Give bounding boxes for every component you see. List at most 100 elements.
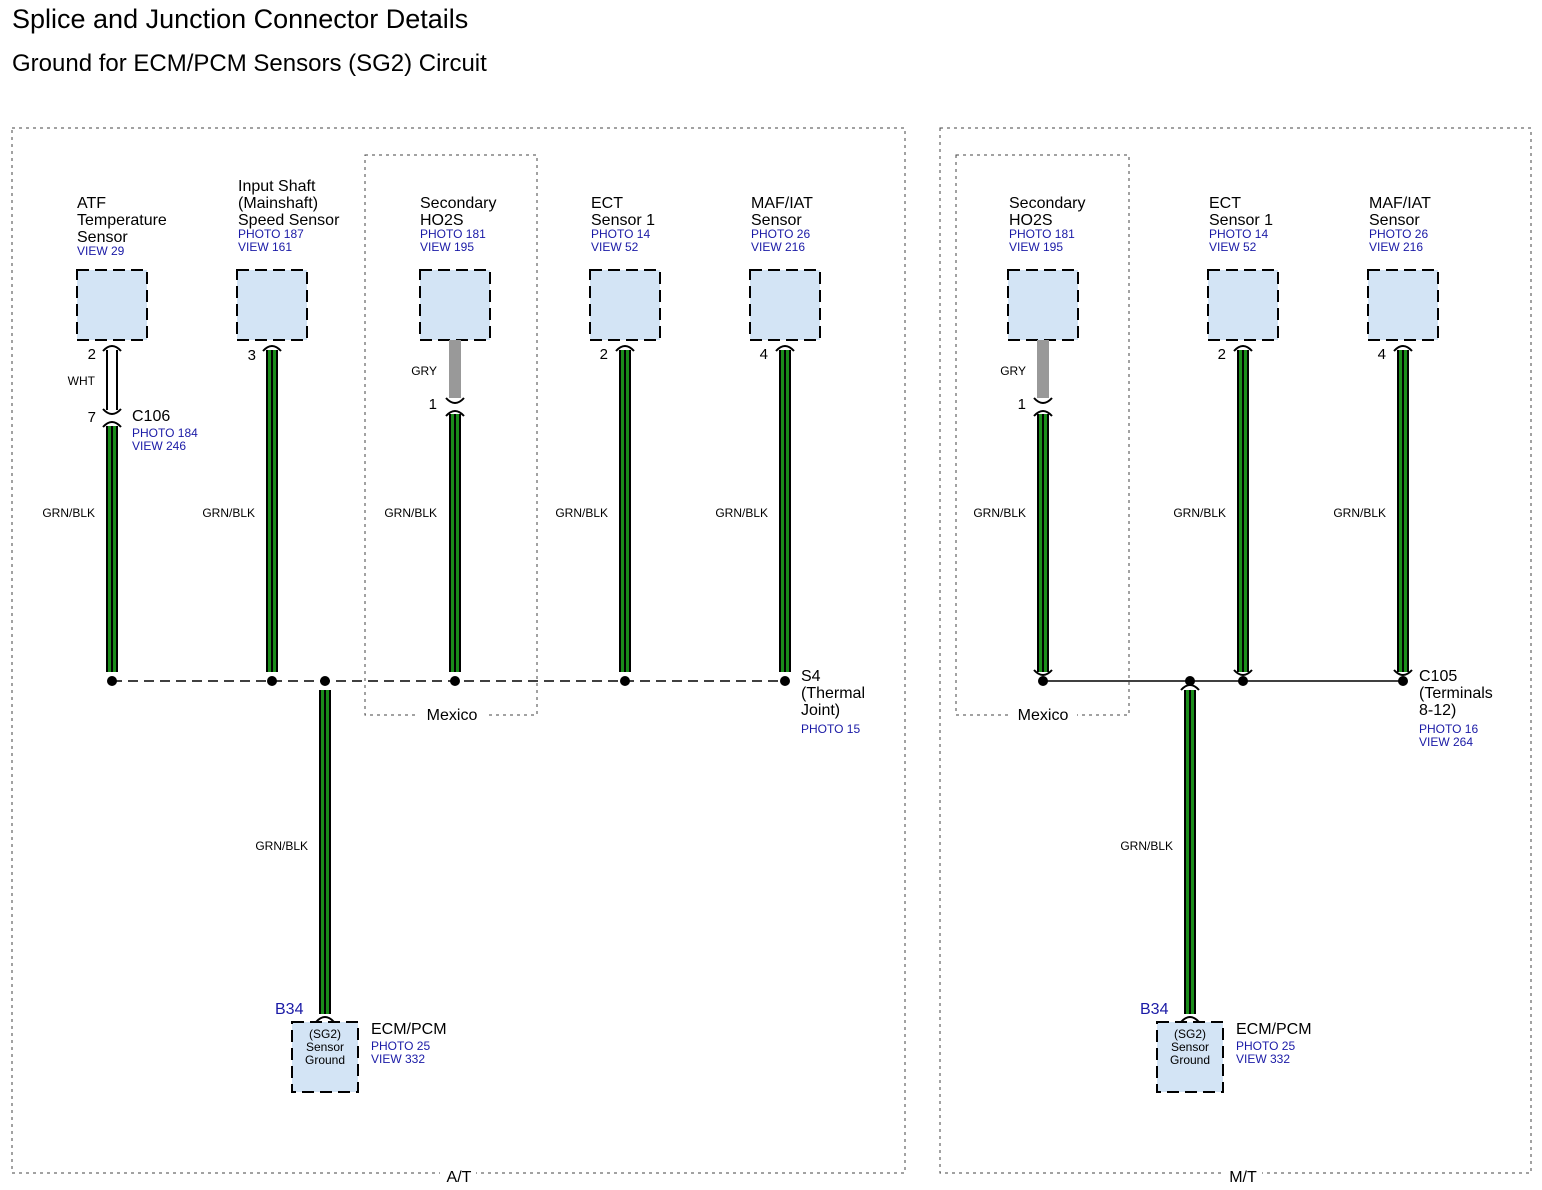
mt-component-name: HO2S [1009,212,1053,229]
at-splice-point [620,676,630,686]
mt-component-ref: PHOTO 181 [1009,227,1075,241]
at-connector-ref: VIEW 246 [132,439,186,453]
at-pin-cap [262,345,282,352]
mt-component-name: Sensor [1369,212,1420,229]
at-component-ref: VIEW 195 [420,240,474,254]
at-wire-label: GRY [411,364,437,378]
mt-junction-ref: VIEW 264 [1419,735,1473,749]
at-ecm-connector-label: B34 [275,1001,304,1018]
mt-pin-cap-bottom [1233,669,1253,676]
at-panel-label: A/T [447,1169,472,1186]
at-pin-label: 2 [88,346,96,363]
mt-mexico-label: Mexico [1018,707,1069,724]
mt-ecm-pin-cap [1180,1016,1200,1023]
mt-junction-point [1185,676,1195,686]
at-pin-cap [445,410,465,417]
mt-wire-label: GRN/BLK [1333,506,1386,520]
at-splice-name: Joint) [801,702,840,719]
at-component-ref: VIEW 161 [238,240,292,254]
at-component-0 [76,269,148,341]
mt-pin-label: 2 [1218,346,1226,363]
at-ecm-pin-cap [315,1016,335,1023]
mt-ecm-box-label: Sensor [1171,1040,1209,1054]
at-ecm-name: ECM/PCM [371,1021,447,1038]
mt-junction-point [1238,676,1248,686]
at-wire-label: GRN/BLK [202,506,255,520]
at-component-name: Speed Sensor [238,212,340,229]
mt-pin-cap-top [1033,397,1053,404]
mt-wire-label: GRN/BLK [973,506,1026,520]
mt-junction-name: 8-12) [1419,702,1456,719]
mt-ecm-ref: VIEW 332 [1236,1052,1290,1066]
mt-ecm-ref: PHOTO 25 [1236,1039,1295,1053]
at-component-name: Temperature [77,212,167,229]
at-splice-point [267,676,277,686]
at-splice-ref: PHOTO 15 [801,722,860,736]
mt-junction-point [1038,676,1048,686]
mt-panel-label: M/T [1229,1169,1257,1186]
at-component-name: Input Shaft [238,178,316,195]
mt-pin-cap [1233,345,1253,352]
at-wire-gry [449,340,461,398]
at-wire-label: GRN/BLK [555,506,608,520]
mt-component-name: MAF/IAT [1369,195,1431,212]
at-component-1 [236,269,308,341]
at-wire-grn-1-stripe [271,350,273,672]
at-panel-border [11,127,906,1174]
at-component-name: (Mainshaft) [238,195,318,212]
at-component-ref: VIEW 52 [591,240,639,254]
mt-wire-label: GRY [1000,364,1026,378]
at-wire-wht-core [108,350,116,410]
at-component-ref: PHOTO 187 [238,227,304,241]
at-splice-name: (Thermal [801,685,865,702]
mt-component-ref: VIEW 52 [1209,240,1257,254]
at-ecm-box-label: Ground [305,1053,345,1067]
at-component-ref: PHOTO 14 [591,227,650,241]
mt-wire-grn-0-stripe [1042,414,1044,672]
at-pin-label: 4 [760,346,768,363]
at-component-4 [749,269,821,341]
at-mexico-region [364,154,538,716]
at-connector-ref: PHOTO 184 [132,426,198,440]
at-wire-grn-4-stripe [784,350,786,672]
at-c106-cap-bottom [102,421,122,428]
at-pin-cap [775,345,795,352]
mt-ecm-name: ECM/PCM [1236,1021,1312,1038]
at-wire-grn-3-stripe [624,350,626,672]
mt-pin-cap-bottom [1393,669,1413,676]
mt-ecm-box-label: Ground [1170,1053,1210,1067]
at-component-ref: PHOTO 26 [751,227,810,241]
at-pin-cap [102,345,122,352]
at-component-ref: VIEW 216 [751,240,805,254]
at-splice-point [320,676,330,686]
at-ecm-ref: PHOTO 25 [371,1039,430,1053]
at-component-name: MAF/IAT [751,195,813,212]
at-connector-pin-label: 7 [88,409,96,426]
at-component-ref: VIEW 29 [77,244,125,258]
mt-mexico-label-bg [1009,706,1077,722]
at-component-name: Secondary [420,195,497,212]
at-label-bg [440,1166,476,1180]
at-c106-cap-top [102,408,122,415]
at-wire-grn-2-stripe [454,414,456,672]
mt-component-ref: VIEW 195 [1009,240,1063,254]
mt-junction-point [1398,676,1408,686]
mt-component-ref: PHOTO 26 [1369,227,1428,241]
at-component-name: HO2S [420,212,464,229]
mt-wire-grn-ecm-stripe [1189,690,1191,1014]
at-wire-label: WHT [68,374,96,388]
at-splice-point [107,676,117,686]
at-wire-label: GRN/BLK [715,506,768,520]
mt-pin-cap-bottom [1033,669,1053,676]
mt-pin-label: 1 [1018,396,1026,413]
at-component-name: Sensor [751,212,802,229]
at-wire-grn-ecm-stripe [324,690,326,1014]
at-component-name: Sensor [77,229,128,246]
mt-ecm-connector-label: B34 [1140,1001,1169,1018]
mt-component-name: Secondary [1009,195,1086,212]
mt-ecm-box [1156,1021,1224,1093]
mt-wire-grn-1-stripe [1242,350,1244,672]
mt-component-ref: VIEW 216 [1369,240,1423,254]
at-component-ref: PHOTO 181 [420,227,486,241]
